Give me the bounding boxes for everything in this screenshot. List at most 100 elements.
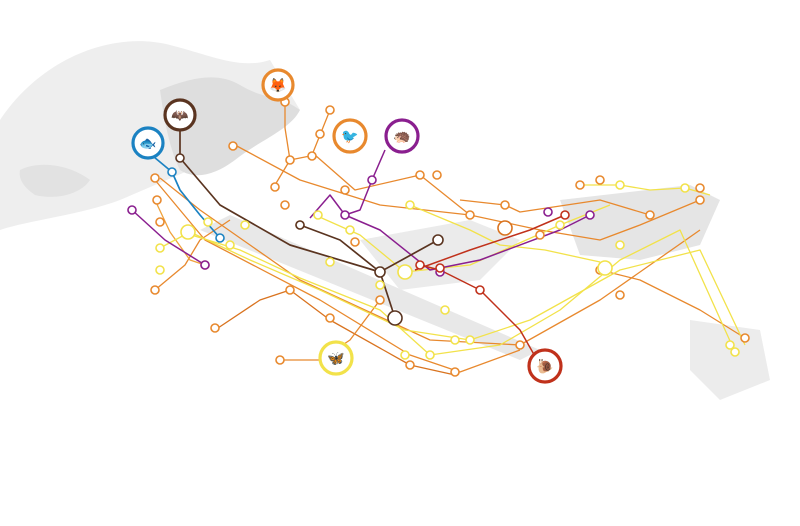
network-line-8 <box>284 102 291 161</box>
network-node-67 <box>543 207 553 217</box>
network-node-36 <box>325 105 335 115</box>
network-node-24 <box>740 333 750 343</box>
network-line-2 <box>214 289 456 376</box>
bat-badge: 🦇 <box>163 98 197 132</box>
network-node-13 <box>325 313 335 323</box>
bat-icon: 🦇 <box>171 108 189 124</box>
network-node-78 <box>167 167 177 177</box>
network-line-9 <box>154 219 231 291</box>
network-node-12 <box>285 285 295 295</box>
network-node-66 <box>585 210 595 220</box>
network-node-11 <box>210 323 220 333</box>
network-line-1 <box>154 179 521 373</box>
network-node-35 <box>575 180 585 190</box>
fish-badge: 🐟 <box>131 126 165 160</box>
network-node-28 <box>350 237 360 247</box>
network-line-0 <box>159 177 701 346</box>
network-node-57 <box>375 280 385 290</box>
network-node-21 <box>595 175 605 185</box>
network-node-4 <box>270 182 280 192</box>
network-line-11 <box>154 199 206 266</box>
hedgehog-badge: 🦔 <box>384 118 420 154</box>
network-line-13 <box>184 229 736 356</box>
network-node-9 <box>150 285 160 295</box>
snail-badge-ring <box>527 348 563 384</box>
land-background <box>0 41 770 400</box>
network-node-74 <box>415 260 425 270</box>
network-node-29 <box>415 170 425 180</box>
network-node-77 <box>435 263 445 273</box>
network-node-45 <box>425 350 435 360</box>
network-node-72 <box>387 310 403 326</box>
network-node-8 <box>155 217 165 227</box>
network-node-23 <box>695 195 705 205</box>
land-strip-diagonal <box>200 215 540 360</box>
land-mass-archipelago <box>160 77 300 176</box>
butterfly-badge-ring <box>318 340 354 376</box>
network-node-65 <box>367 175 377 185</box>
land-mass-east <box>560 185 720 260</box>
network-node-31 <box>515 340 525 350</box>
network-node-58 <box>450 335 460 345</box>
network-node-38 <box>203 217 213 227</box>
network-node-53 <box>730 347 740 357</box>
network-node-51 <box>680 183 690 193</box>
network-node-39 <box>180 224 196 240</box>
network-node-50 <box>615 240 625 250</box>
network-node-64 <box>340 210 350 220</box>
fish-icon: 🐟 <box>139 136 156 152</box>
network-line-4 <box>274 154 471 216</box>
network-node-48 <box>555 220 565 230</box>
network-node-75 <box>475 285 485 295</box>
network-node-15 <box>405 360 415 370</box>
hedgehog-icon: 🦔 <box>393 129 410 145</box>
land-mass-west-islands <box>19 164 90 197</box>
bird-badge-ring <box>332 118 368 154</box>
network-line-16 <box>409 204 601 263</box>
network-node-1 <box>285 155 295 165</box>
network-node-5 <box>280 200 290 210</box>
network-node-56 <box>405 200 415 210</box>
network-line-15 <box>580 184 711 196</box>
bat-badge-ring <box>163 98 197 132</box>
network-node-0 <box>228 141 238 151</box>
network-node-62 <box>127 205 137 215</box>
butterfly-icon: 🦋 <box>327 351 345 367</box>
network-line-12 <box>159 231 746 346</box>
network-line-20 <box>309 194 346 219</box>
network-node-30 <box>432 170 442 180</box>
network-node-17 <box>375 295 385 305</box>
network-node-54 <box>725 340 735 350</box>
bird-icon: 🐦 <box>341 129 358 145</box>
network-node-25 <box>615 290 625 300</box>
species-badges: 🐟🦇🦊🐦🦔🦋🐌 <box>131 68 563 384</box>
network-node-33 <box>695 183 705 193</box>
butterfly-badge: 🦋 <box>318 340 354 376</box>
network-node-63 <box>200 260 210 270</box>
network-nodes <box>127 97 750 377</box>
network-node-52 <box>615 180 625 190</box>
land-mass-southeast <box>690 320 770 400</box>
network-node-55 <box>345 225 355 235</box>
hedgehog-badge-ring <box>384 118 420 154</box>
network-node-49 <box>597 260 613 276</box>
network-node-2 <box>307 151 317 161</box>
network-node-14 <box>275 355 285 365</box>
bird-badge: 🐦 <box>332 118 368 154</box>
network-line-18 <box>344 214 591 271</box>
network-node-18 <box>465 210 475 220</box>
network-node-60 <box>240 220 250 230</box>
network-node-32 <box>497 220 513 236</box>
network-node-59 <box>465 335 475 345</box>
network-line-22 <box>299 224 439 273</box>
fish-badge-ring <box>131 126 165 160</box>
network-node-46 <box>400 350 410 360</box>
network-line-19 <box>344 149 386 216</box>
network-lines <box>131 102 746 376</box>
network-node-27 <box>340 185 350 195</box>
network-node-22 <box>645 210 655 220</box>
network-node-44 <box>397 264 413 280</box>
network-node-40 <box>155 243 165 253</box>
